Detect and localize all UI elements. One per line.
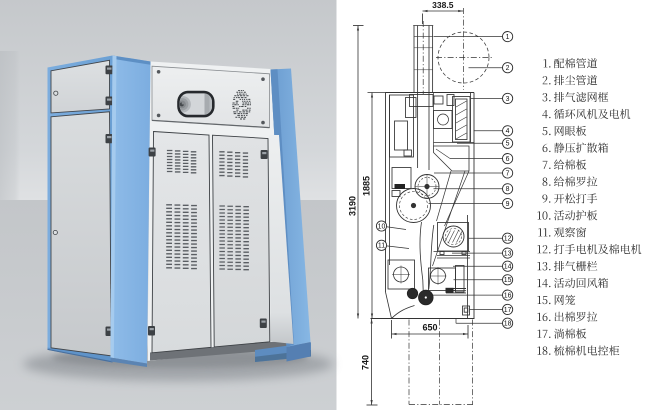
svg-text:1: 1 [506,34,510,41]
svg-text:1885: 1885 [362,176,372,196]
svg-text:13: 13 [504,251,512,258]
svg-text:650: 650 [422,323,437,333]
svg-text:18: 18 [504,321,512,328]
svg-text:2: 2 [506,65,510,72]
svg-text:7: 7 [506,170,510,177]
svg-text:4: 4 [506,128,510,135]
svg-text:3: 3 [506,96,510,103]
svg-text:3190: 3190 [348,196,358,216]
svg-text:6: 6 [506,156,510,163]
svg-text:8: 8 [506,186,510,193]
svg-text:740: 740 [361,355,371,370]
svg-text:9: 9 [506,201,510,208]
svg-text:338.5: 338.5 [432,0,454,10]
svg-text:11: 11 [378,243,385,250]
svg-text:15: 15 [504,277,512,284]
svg-text:12: 12 [504,236,512,243]
svg-text:14: 14 [504,264,512,271]
svg-text:10: 10 [378,223,386,230]
svg-text:16: 16 [504,293,512,300]
svg-text:17: 17 [504,307,512,314]
svg-text:5: 5 [506,141,510,148]
